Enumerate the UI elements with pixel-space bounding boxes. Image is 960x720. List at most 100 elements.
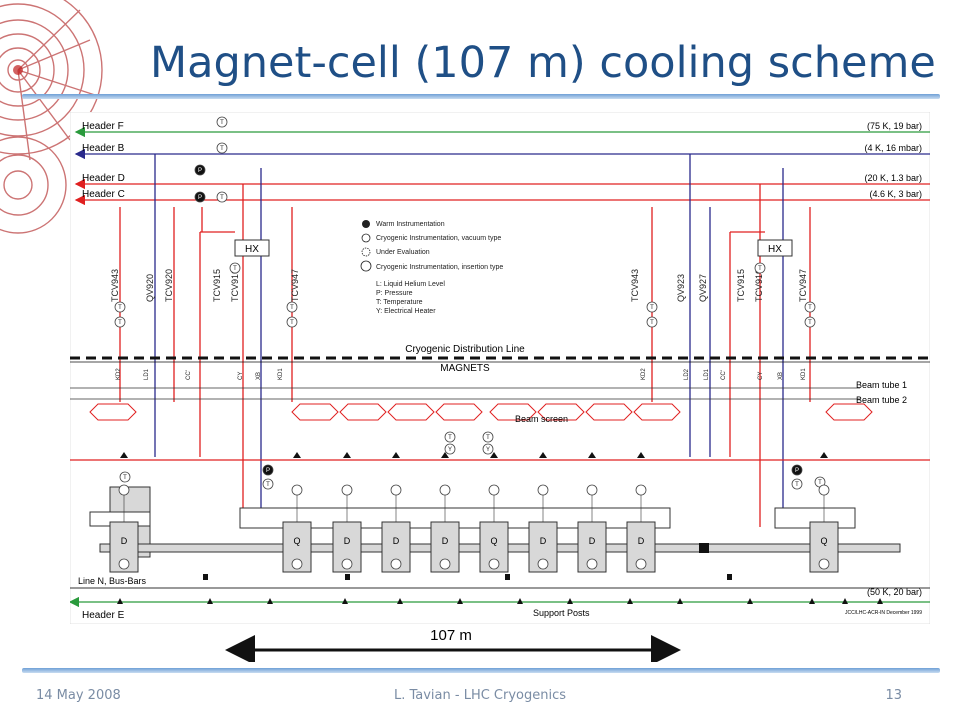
instrument-symbol (341, 558, 353, 570)
instrument-symbol (444, 431, 456, 443)
instrument-symbol (646, 316, 658, 328)
instrument-letter: Y (448, 447, 452, 453)
instrument-letter: P (795, 468, 799, 474)
heater-symbol (390, 484, 402, 496)
svg-text:Line N, Bus-Bars: Line N, Bus-Bars (78, 576, 147, 586)
valve-label: TCV947 (798, 269, 808, 302)
instrument-letter: Y (486, 447, 490, 453)
valve-label: QV923 (676, 274, 686, 302)
instrument-symbol (286, 301, 298, 313)
support-arrow (441, 452, 449, 458)
legend: Warm Instrumentation Cryogenic Instrumen… (360, 220, 503, 315)
instrument-symbol (114, 316, 126, 328)
svg-text:Beam tube 2: Beam tube 2 (856, 395, 907, 405)
valve-label: TCV943 (630, 269, 640, 302)
support-post (627, 598, 633, 604)
beam-screen (489, 403, 537, 421)
heater-symbol (118, 484, 130, 496)
cdl-label: Cryogenic Distribution Line (405, 344, 525, 355)
instrument-symbol (586, 558, 598, 570)
footer-author: L. Tavian - LHC Cryogenics (393, 688, 567, 703)
instrument-symbol (118, 558, 130, 570)
instrument-symbol (482, 443, 494, 455)
instrument-letter: T (123, 475, 127, 481)
instrument-letter: T (650, 320, 654, 326)
support-post (809, 598, 815, 604)
pipe-label: KD1 (801, 368, 807, 380)
scale-bar: 107 m (225, 624, 681, 662)
footer-divider (22, 668, 940, 673)
magnet-type: D (638, 536, 645, 546)
magnet-type: Q (293, 536, 300, 546)
support-arrow (820, 452, 828, 458)
support-arrow (120, 452, 128, 458)
header-label: Header F (82, 121, 124, 132)
beam-screen (633, 403, 681, 421)
support-post (342, 598, 348, 604)
instrument-letter: T (220, 146, 224, 152)
support-post (207, 598, 213, 604)
svg-text:Warm Instrumentation: Warm Instrumentation (376, 221, 445, 228)
instrument-letter: P (266, 468, 270, 474)
instrument-letter: P (198, 168, 202, 174)
valve-label: QV927 (698, 274, 708, 302)
instrument-symbol (216, 116, 228, 128)
instrument-letter: T (290, 320, 294, 326)
header-condition: (75 K, 19 bar) (867, 121, 922, 131)
instrument-letter: T (220, 195, 224, 201)
instrument-symbol (488, 558, 500, 570)
support-post (117, 598, 123, 604)
instrument-letter: T (650, 305, 654, 311)
pipe-label: LD1 (144, 368, 150, 380)
instrument-symbol (390, 558, 402, 570)
heater-symbol (586, 484, 598, 496)
support-post (677, 598, 683, 604)
valve-label: TCV920 (164, 269, 174, 302)
svg-text:Y: Electrical Heater: Y: Electrical Heater (376, 308, 436, 315)
instrument-letter: T (448, 435, 452, 441)
heater-symbol (341, 484, 353, 496)
beam-screen-label: Beam screen (515, 414, 568, 424)
instrument-symbol (791, 478, 803, 490)
valve-label: TCV910 (230, 269, 240, 302)
heater-symbol (537, 484, 549, 496)
instrument-letter: T (118, 305, 122, 311)
heater-symbol (439, 484, 451, 496)
magnet-type: Q (490, 536, 497, 546)
support-arrow (539, 452, 547, 458)
valve-label: TCV947 (290, 269, 300, 302)
header-condition: (20 K, 1.3 bar) (864, 173, 922, 183)
support-post (397, 598, 403, 604)
header-condition: (4 K, 16 mbar) (864, 143, 922, 153)
heater-symbol (818, 484, 830, 496)
support-post (457, 598, 463, 604)
pipe-label: XB (778, 372, 784, 380)
support-post (877, 598, 883, 604)
instrument-letter: T (808, 320, 812, 326)
instrument-symbol (229, 262, 241, 274)
beam-screen (89, 403, 137, 421)
instrument-symbol (804, 316, 816, 328)
support-arrow (392, 452, 400, 458)
page-number: 13 (885, 688, 902, 703)
title-divider (22, 94, 940, 99)
heater-symbol (291, 484, 303, 496)
beam-screen (339, 403, 387, 421)
heater-symbol (488, 484, 500, 496)
svg-text:Cryogenic Instrumentation, ins: Cryogenic Instrumentation, insertion typ… (376, 264, 503, 271)
beam-screen (291, 403, 339, 421)
svg-text:HX: HX (768, 244, 782, 255)
instrument-symbol (804, 301, 816, 313)
support-post (567, 598, 573, 604)
instrument-symbol (194, 164, 206, 176)
pipe-label: KD2 (641, 368, 647, 380)
instrument-letter: T (758, 266, 762, 272)
instrument-symbol (286, 316, 298, 328)
cooling-scheme-diagram: Header F(75 K, 19 bar)Header B(4 K, 16 m… (70, 112, 930, 624)
support-post (267, 598, 273, 604)
lhc-logo (0, 0, 103, 234)
instrument-symbol (754, 262, 766, 274)
beam-screen (585, 403, 633, 421)
header-label: Header D (82, 173, 125, 184)
heater-symbol (635, 484, 647, 496)
